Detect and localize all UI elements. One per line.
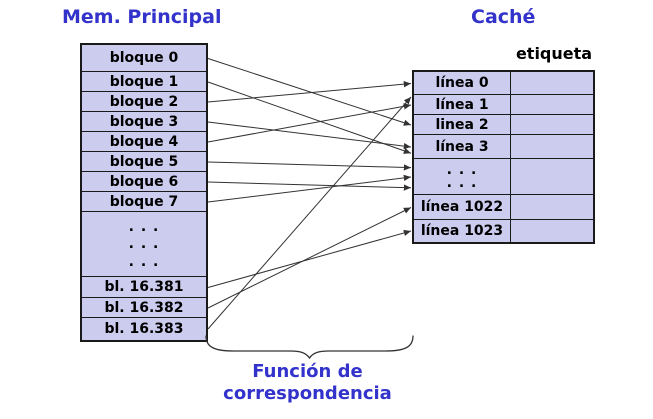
memory-block-row: bloque 2 bbox=[82, 92, 206, 112]
mapping-arrow bbox=[207, 81, 412, 154]
mapping-arrow bbox=[207, 80, 412, 103]
mapping-arrow bbox=[207, 207, 412, 309]
cache-title: Caché bbox=[471, 6, 536, 28]
memory-block-row: bloque 6 bbox=[82, 172, 206, 192]
memory-block-row: bloque 7 bbox=[82, 192, 206, 212]
cache-line-label: línea 1 bbox=[414, 95, 511, 114]
cache-line-row: línea 0 bbox=[414, 72, 593, 95]
cache-line-row: línea 1023 bbox=[414, 220, 593, 242]
cache-tag-cell bbox=[511, 159, 593, 194]
ellipsis-text: . . . bbox=[128, 253, 160, 270]
mapping-arrow bbox=[207, 96, 412, 330]
mapping-arrow bbox=[207, 229, 412, 288]
memory-block-row: bloque 3 bbox=[82, 112, 206, 132]
tag-column-label: etiqueta bbox=[515, 44, 593, 63]
ellipsis-text: . . . bbox=[446, 175, 478, 192]
mapping-arrow bbox=[207, 181, 412, 191]
cache-ellipsis-cell: . . .. . . bbox=[414, 159, 511, 194]
memory-block-row: bl. 16.382 bbox=[82, 298, 206, 318]
mapping-arrow bbox=[207, 161, 412, 171]
cache-line-row: linea 2 bbox=[414, 115, 593, 135]
cache-tag-cell bbox=[511, 95, 593, 114]
ellipsis-text: . . . bbox=[128, 236, 160, 252]
ellipsis-text: . . . bbox=[128, 218, 160, 235]
cache-tag-cell bbox=[511, 220, 593, 242]
cache-line-row: línea 1 bbox=[414, 95, 593, 115]
memory-block-row: bloque 4 bbox=[82, 132, 206, 152]
cache-line-label: línea 1022 bbox=[414, 195, 511, 219]
cache-line-label: línea 3 bbox=[414, 135, 511, 158]
memory-block-row: bloque 0 bbox=[82, 45, 206, 72]
mapping-arrow bbox=[207, 103, 412, 143]
memory-block-row: bl. 16.383 bbox=[104, 321, 184, 337]
mapping-arrow bbox=[207, 121, 412, 150]
memory-ellipsis-cell: . . .. . .. . . bbox=[82, 212, 206, 277]
cache-line-label: línea 1023 bbox=[414, 220, 511, 242]
mapping-function-caption: Función de correspondencia bbox=[200, 361, 415, 405]
mapping-arrow bbox=[207, 174, 412, 203]
cache-tag-cell bbox=[511, 72, 593, 94]
memory-block-row: bloque 1 bbox=[82, 72, 206, 92]
cache-line-label: linea 2 bbox=[414, 115, 511, 134]
mapping-arrow bbox=[207, 58, 412, 126]
cache-line-label: línea 0 bbox=[414, 72, 511, 94]
cache-ellipsis-row: . . .. . . bbox=[414, 159, 593, 195]
memory-block-row: bl. 16.381 bbox=[82, 277, 206, 298]
cache-tag-cell bbox=[511, 195, 593, 219]
caption-line1: Función de bbox=[252, 361, 363, 382]
memory-block-row: bloque 5 bbox=[82, 152, 206, 172]
cache-tag-cell bbox=[511, 135, 593, 158]
cache-tag-cell bbox=[511, 115, 593, 134]
main-memory-title: Mem. Principal bbox=[62, 6, 222, 28]
caption-line2: correspondencia bbox=[223, 382, 392, 404]
cache-line-row: línea 3 bbox=[414, 135, 593, 159]
mapping-function-brace bbox=[205, 335, 414, 360]
cache-line-row: línea 1022 bbox=[414, 195, 593, 220]
ellipsis-text: . . . bbox=[446, 161, 478, 178]
